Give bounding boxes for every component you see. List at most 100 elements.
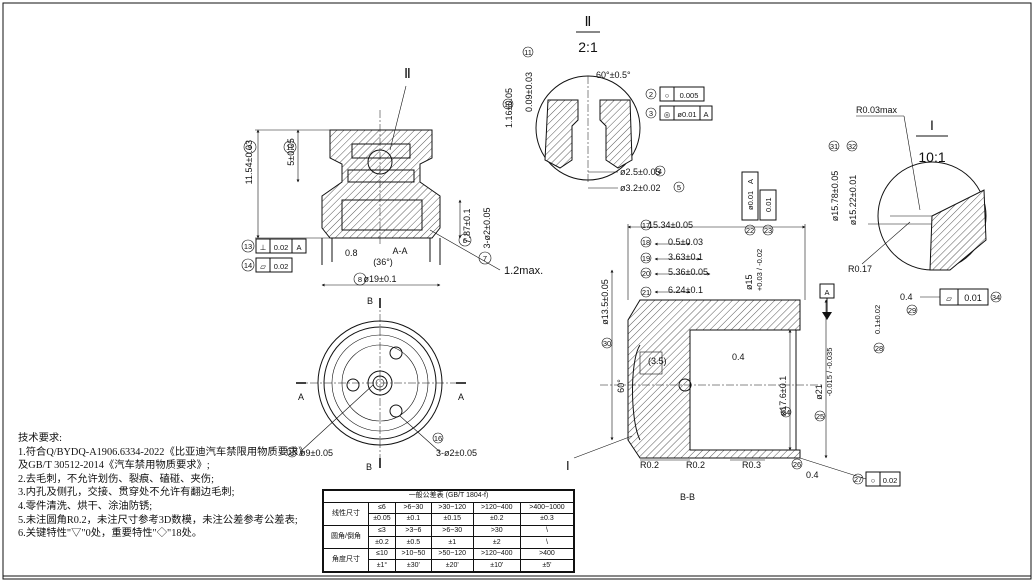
cut-a-left: A xyxy=(298,392,304,402)
tol-cell: ±0.05 xyxy=(368,513,396,526)
tol-cell: ≤6 xyxy=(368,501,396,515)
svg-text:5: 5 xyxy=(677,183,681,192)
tol-cell: ≤3 xyxy=(368,524,396,538)
tol-cell: ±0.2 xyxy=(472,513,521,526)
svg-text:18: 18 xyxy=(642,238,650,247)
technical-requirements: 技术要求: 1.符合Q/BYDQ-A1906.6334-2022《比亚迪汽车禁限… xyxy=(18,432,309,541)
dim-17-6: ø17.6±0.1 xyxy=(778,376,788,416)
dim-7-87: 7.87±0.1 xyxy=(462,209,472,244)
dim-15-34: 15.34±0.05 xyxy=(648,220,693,230)
tol-cell: ±0.1 xyxy=(394,513,432,526)
notes-line-6: 5.未注圆角R0.2，未注尺寸参考3D数模，未注公差参考公差表; xyxy=(18,514,298,526)
dim-r03: R0.3 xyxy=(742,460,761,470)
dim-11-54: 11.54±0.03 xyxy=(244,140,254,184)
dim-0-5: 0.5±0.03 xyxy=(668,237,703,247)
tol-cell: ±2 xyxy=(472,536,521,549)
tol-cell: ±10' xyxy=(472,559,521,572)
dim-21: ø21 xyxy=(814,384,824,400)
tol-cell: >400 xyxy=(519,547,575,561)
svg-text:19: 19 xyxy=(642,254,650,263)
fcf-circularity-small: ○ 0.005 xyxy=(659,86,705,102)
tol-cell: >6~30 xyxy=(430,524,474,538)
fcf-circularity-bottom: ○ 0.02 xyxy=(865,471,901,487)
fcf-position: ◎ ø0.01 A xyxy=(659,105,713,121)
tol-cell: ±30' xyxy=(394,559,432,572)
dim-19: ø19±0.1 xyxy=(364,274,397,284)
tol-cell: ±1° xyxy=(368,559,396,572)
svg-text:14: 14 xyxy=(244,261,252,270)
svg-text:0.01: 0.01 xyxy=(764,197,773,212)
svg-text:3: 3 xyxy=(649,109,653,118)
tol-cell: ±0.3 xyxy=(519,513,575,526)
tol-cell: >3~6 xyxy=(394,524,432,538)
notes-line-3: 2.去毛刺，不允许划伤、裂痕、磕碰、夹伤; xyxy=(18,473,214,485)
dim-3-5: (3.5) xyxy=(648,356,667,366)
svg-text:29: 29 xyxy=(908,306,916,315)
notes-line-1: 1.符合Q/BYDQ-A1906.6334-2022《比亚迪汽车禁限用物质要求》 xyxy=(18,446,309,458)
svg-text:◎: ◎ xyxy=(664,110,671,119)
svg-text:28: 28 xyxy=(875,344,883,353)
notes-title: 技术要求: xyxy=(18,433,63,444)
svg-text:7: 7 xyxy=(483,254,487,263)
dim-5: 5±0.05 xyxy=(286,138,296,165)
svg-text:21: 21 xyxy=(642,288,650,297)
svg-text:2:1: 2:1 xyxy=(578,39,598,55)
svg-text:⊥: ⊥ xyxy=(260,243,267,252)
dim-0-4-c: 0.4 xyxy=(900,292,913,302)
tol-cell: \ xyxy=(519,536,575,549)
dim-60-deg: 60°±0.5° xyxy=(596,70,631,80)
svg-text:A: A xyxy=(746,179,755,184)
svg-text:A: A xyxy=(296,243,301,252)
svg-text:31: 31 xyxy=(830,142,838,151)
svg-text:6: 6 xyxy=(463,236,467,245)
dim-1-16: 1.16±0.05 xyxy=(504,88,514,128)
dim-3-63: 3.63±0.1 xyxy=(668,252,703,262)
dim-2-5: ø2.5±0.05 xyxy=(620,167,660,177)
section-aa-angle: (36°) xyxy=(373,257,393,267)
tol-row-name: 角度尺寸 xyxy=(322,547,370,573)
general-tolerance-table: 一般公差表 (GB/T 1804-f) 线性尺寸 ≤6 >6~30 >30~12… xyxy=(322,489,575,573)
svg-text:▱: ▱ xyxy=(260,262,267,271)
tol-cell: >120~400 xyxy=(472,547,521,561)
detail-i-callout: I xyxy=(566,458,570,473)
dim-15-top: ø15 xyxy=(744,274,754,290)
section-aa-label: A-A xyxy=(392,246,407,256)
dim-r02-a: R0.2 xyxy=(640,460,659,470)
cut-a-right: A xyxy=(458,392,464,402)
tol-cell: >30 xyxy=(472,524,521,538)
svg-text:A: A xyxy=(824,288,829,297)
svg-text:○: ○ xyxy=(871,476,876,485)
svg-text:10:1: 10:1 xyxy=(918,149,945,165)
tol-cell: ±0.15 xyxy=(430,513,474,526)
tol-cell: >30~120 xyxy=(430,501,474,515)
dim-0-1-tag: 0.1±0.02 xyxy=(873,305,882,334)
svg-text:13: 13 xyxy=(244,242,252,251)
fcf-flatness: ▱ 0.02 xyxy=(255,257,293,273)
dim-60deg-bb: 60° xyxy=(616,379,626,393)
svg-text:11: 11 xyxy=(524,48,532,57)
svg-text:25: 25 xyxy=(816,412,824,421)
svg-text:30: 30 xyxy=(603,339,611,348)
svg-text:17: 17 xyxy=(642,221,650,230)
section-bb-view: 15.34±0.05 0.5±0.03 3.63±0.1 5.36±0.05 6… xyxy=(566,171,901,502)
svg-text:ø0.01: ø0.01 xyxy=(746,191,755,210)
svg-text:24: 24 xyxy=(782,408,790,417)
svg-text:23: 23 xyxy=(764,226,772,235)
detail-ii-view: Ⅱ 2:1 60°±0.5° 1.16±0.05 0.09±0.03 ø2.5±… xyxy=(502,13,713,193)
tol-cell: ±0.2 xyxy=(368,536,396,549)
tol-cell: ±0.5 xyxy=(394,536,432,549)
fcf-flatness-detail-i: ▱ 0.01 xyxy=(939,288,989,306)
cut-b-top: B xyxy=(367,296,373,306)
svg-text:4: 4 xyxy=(658,167,662,176)
dim-15-22: ø15.22±0.01 xyxy=(848,175,858,225)
dim-9: ø9±0.05 xyxy=(300,448,333,458)
fcf-vertical-circularity: 0.01 xyxy=(759,189,777,221)
tol-cell: \ xyxy=(519,524,575,538)
notes-line-2: 及GB/T 30512-2014《汽车禁用物质要求》; xyxy=(18,460,210,472)
svg-text:0.005: 0.005 xyxy=(680,91,699,100)
svg-text:ø0.01: ø0.01 xyxy=(677,110,696,119)
detail-ii-callout: Ⅱ xyxy=(404,65,411,81)
notes-line-7: 6.关键特性"▽"0处，重要特性"◇"18处。 xyxy=(18,528,203,540)
tol-cell: >10~50 xyxy=(394,547,432,561)
